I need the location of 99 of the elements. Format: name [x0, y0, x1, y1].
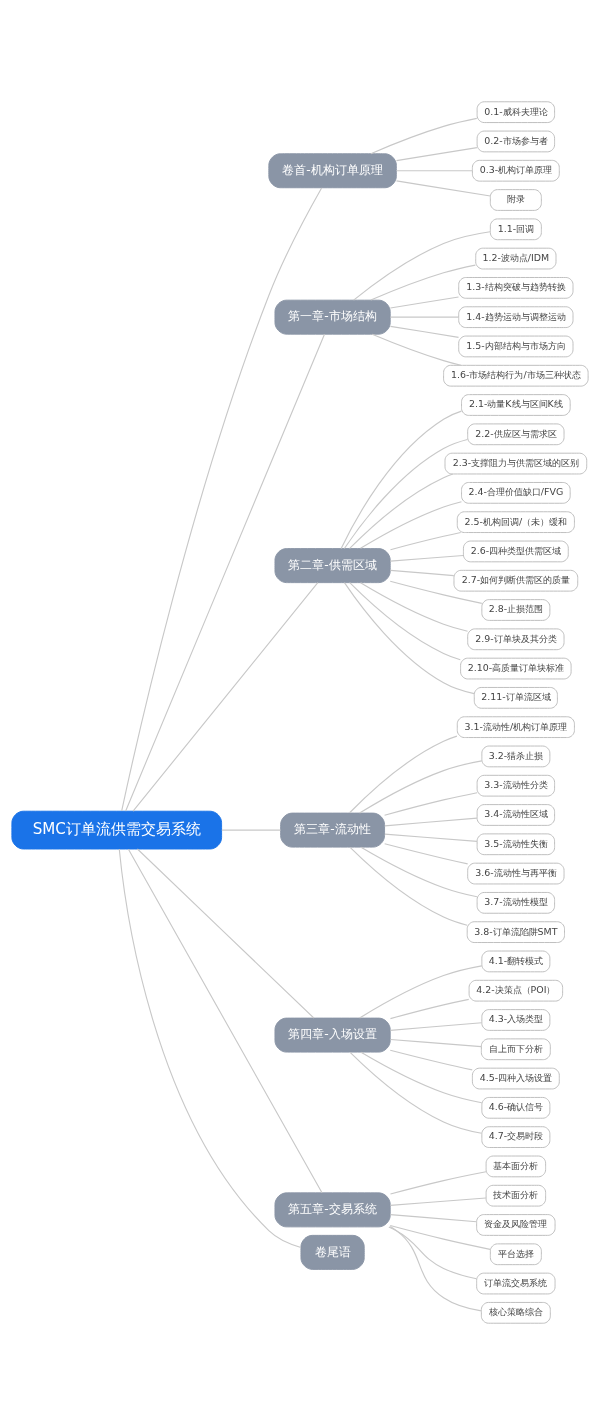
- node-box: 2.9-订单块及其分类: [467, 628, 565, 651]
- connector: [389, 998, 470, 1020]
- connector: [384, 817, 478, 827]
- connector: [359, 501, 463, 549]
- node-box: 1.3-结构突破与趋势转换: [458, 277, 574, 299]
- connector: [389, 1214, 478, 1223]
- connector: [349, 582, 461, 661]
- connector: [389, 580, 483, 604]
- connector: [121, 187, 323, 812]
- node-box: SMC订单流供需交易系统: [11, 810, 223, 850]
- node-box: 1.2-波动点/IDM: [475, 247, 557, 270]
- node-box: 1.4-趋势运动与调整运动: [458, 306, 574, 329]
- connector: [343, 582, 475, 695]
- node-box: 1.5-内部结构与市场方向: [458, 335, 574, 358]
- node-box: 2.8-止损范围: [481, 599, 551, 621]
- node-box: 第二章-供需区域: [274, 548, 391, 584]
- connector: [360, 1051, 483, 1104]
- connector: [389, 1224, 491, 1250]
- node-box: 4.6-确认信号: [481, 1097, 551, 1119]
- connector: [136, 848, 315, 1019]
- node-box: 技术面分析: [485, 1184, 547, 1207]
- node-box: 第四章-入场设置: [274, 1017, 391, 1053]
- node-box: 第三章-流动性: [280, 812, 386, 848]
- node-box: 0.1-威科夫理论: [476, 101, 556, 124]
- connector: [389, 1226, 482, 1312]
- node-box: 3.4-流动性区域: [476, 804, 556, 826]
- node-box: 卷尾语: [300, 1234, 365, 1270]
- connector: [389, 1197, 487, 1206]
- connector: [395, 147, 478, 162]
- connector: [353, 231, 491, 301]
- node-box: 2.5-机构回调/（未）缓和: [456, 511, 575, 533]
- connector: [343, 438, 468, 550]
- node-box: 1.6-市场结构行为/市场三种状态: [443, 364, 589, 387]
- connector: [389, 1038, 482, 1048]
- connector: [384, 843, 469, 865]
- node-box: 1.1-回调: [489, 218, 542, 241]
- node-box: 基本面分析: [485, 1155, 547, 1178]
- connector: [384, 833, 478, 842]
- connector: [349, 1051, 483, 1134]
- node-box: 卷首-机构订单原理: [268, 153, 397, 189]
- node-box: 3.7-流动性模型: [476, 892, 556, 914]
- connector: [395, 180, 491, 197]
- node-box: 4.2-决策点（POI）: [468, 979, 564, 1002]
- node-box: 0.2-市场参与者: [476, 130, 556, 153]
- connector: [389, 1171, 487, 1195]
- node-box: 3.5-流动性失衡: [476, 833, 556, 856]
- node-box: 核心策略综合: [480, 1301, 551, 1324]
- connector: [389, 296, 460, 309]
- node-box: 2.4-合理价值缺口/FVG: [461, 482, 571, 504]
- connector: [132, 582, 319, 812]
- node-box: 第一章-市场结构: [274, 299, 391, 335]
- node-box: 3.6-流动性与再平衡: [467, 862, 565, 885]
- connector: [221, 829, 282, 831]
- node-box: 附录: [489, 189, 542, 211]
- connector: [384, 792, 478, 816]
- connector: [370, 117, 478, 155]
- node-box: 2.10-高质量订单块标准: [460, 657, 572, 680]
- node-box: 订单流交易系统: [476, 1272, 556, 1295]
- node-box: 2.1-动量K线与区间K线: [461, 394, 571, 416]
- connector: [389, 554, 464, 562]
- connector: [349, 846, 468, 926]
- node-box: 2.7-如何判断供需区的质量: [453, 569, 579, 592]
- connector: [389, 1022, 483, 1031]
- node-box: 第五章-交易系统: [274, 1192, 391, 1228]
- node-box: 平台选择: [489, 1243, 542, 1266]
- connector: [125, 333, 326, 812]
- connector: [349, 735, 458, 814]
- node-box: 3.8-订单流陷阱SMT: [466, 921, 565, 943]
- connector: [395, 170, 473, 172]
- connector: [370, 264, 476, 301]
- node-box: 3.1-流动性/机构订单原理: [456, 716, 575, 738]
- connector: [389, 569, 455, 577]
- connector: [389, 531, 462, 551]
- connector: [127, 848, 323, 1194]
- connector: [349, 473, 454, 549]
- node-box: 资金及风险管理: [476, 1214, 556, 1236]
- connector: [360, 846, 478, 898]
- node-box: 2.2-供应区与需求区: [467, 423, 565, 446]
- connector: [389, 325, 460, 338]
- connector: [360, 582, 469, 632]
- node-box: 3.2-猎杀止损: [481, 745, 551, 768]
- connector: [118, 848, 302, 1248]
- node-box: 2.11-订单流区域: [473, 687, 558, 709]
- node-box: 4.1-翻转模式: [481, 950, 551, 973]
- node-box: 4.5-四种入场设置: [471, 1067, 560, 1090]
- node-box: 0.3-机构订单原理: [471, 159, 560, 182]
- connector: [359, 965, 483, 1019]
- connector: [340, 410, 462, 550]
- connector: [388, 1226, 477, 1280]
- node-box: 4.7-交易时段: [481, 1126, 551, 1148]
- node-box: 自上而下分析: [480, 1038, 551, 1061]
- node-box: 3.3-流动性分类: [476, 774, 556, 797]
- node-box: 2.6-四种类型供需区域: [462, 540, 569, 563]
- node-box: 2.3-支撑阻力与供需区域的区别: [444, 452, 588, 475]
- node-box: 4.3-入场类型: [481, 1009, 551, 1031]
- connector: [371, 333, 462, 366]
- connector: [389, 1049, 473, 1071]
- connector: [389, 316, 460, 318]
- connector: [359, 760, 483, 814]
